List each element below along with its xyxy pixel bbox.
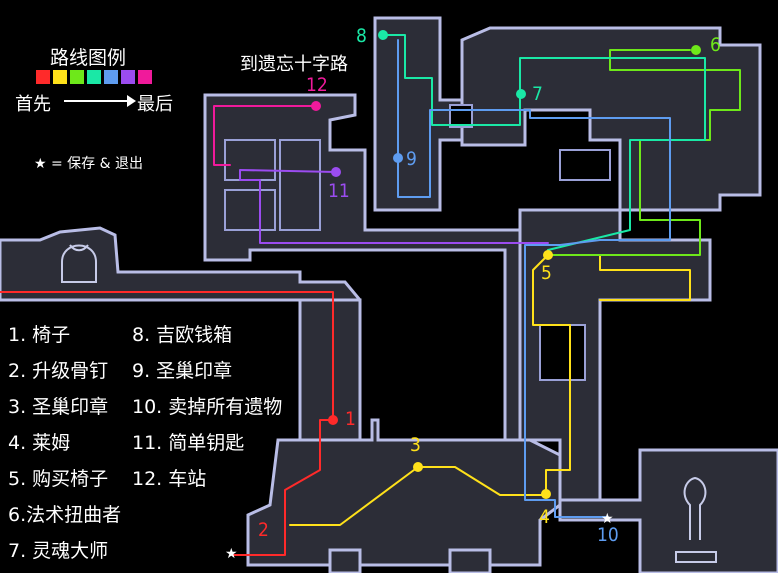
entrance-arch-icon — [61, 244, 97, 283]
marker-dot-4 — [541, 489, 551, 499]
floor-block-1 — [328, 548, 362, 573]
legend-swatches — [36, 70, 152, 84]
statue-icon — [675, 476, 717, 563]
legend-swatch — [87, 70, 101, 84]
legend-swatch — [104, 70, 118, 84]
step-item: 12. 车站 — [132, 468, 207, 490]
route-purple — [239, 169, 549, 244]
marker-dot-6 — [691, 45, 701, 55]
marker-dot-3 — [413, 462, 423, 472]
step-item: 2. 升级骨钉 — [8, 360, 109, 382]
step-item: 3. 圣巢印章 — [8, 396, 109, 418]
save-star-icon-10: ★ — [601, 511, 614, 527]
room-station-2 — [224, 189, 276, 231]
legend-last-label: 最后 — [137, 94, 173, 115]
marker-dot-5 — [543, 250, 553, 260]
room-station-3 — [279, 139, 321, 231]
step-item: 5. 购买椅子 — [8, 468, 109, 490]
room-top-right-hole-2 — [559, 149, 611, 181]
step-item: 9. 圣巢印章 — [132, 360, 233, 382]
marker-label: 10 — [597, 524, 619, 546]
marker-label: 11 — [328, 180, 350, 202]
floor-block-2 — [448, 548, 492, 573]
legend-first-label: 首先 — [15, 94, 51, 115]
legend-title: 路线图例 — [50, 47, 127, 69]
route-pink — [213, 105, 317, 166]
step-item: 7. 灵魂大师 — [8, 540, 109, 562]
legend-swatch — [138, 70, 152, 84]
marker-dot-7 — [516, 89, 526, 99]
legend-swatch — [121, 70, 135, 84]
marker-label: 8 — [356, 25, 367, 47]
marker-label: 9 — [406, 148, 417, 170]
marker-label: 6 — [710, 34, 721, 56]
save-star-icon-2: ★ — [225, 546, 238, 562]
marker-label: 12 — [306, 74, 328, 96]
marker-dot-12 — [311, 101, 321, 111]
marker-label: 7 — [532, 83, 543, 105]
route-green — [547, 49, 741, 256]
step-item: 1. 椅子 — [8, 324, 71, 346]
marker-label: 3 — [410, 434, 421, 456]
marker-label: 1 — [345, 408, 356, 430]
marker-dot-9 — [393, 153, 403, 163]
route-red — [0, 291, 334, 556]
room-top-right-hole — [449, 104, 473, 128]
step-list-left: 1. 椅子 2. 升级骨钉 3. 圣巢印章 4. 莱姆 5. 购买椅子 6.法术… — [8, 317, 121, 569]
marker-dot-11 — [331, 167, 341, 177]
legend-swatch — [36, 70, 50, 84]
route-blue — [397, 39, 671, 518]
step-item: 8. 吉欧钱箱 — [132, 324, 233, 346]
room-right-column-hole — [539, 324, 586, 381]
crossroads-label: 到遗忘十字路 — [240, 54, 348, 75]
room-station-1 — [224, 139, 276, 181]
legend-swatch — [53, 70, 67, 84]
step-list-right: 8. 吉欧钱箱 9. 圣巢印章 10. 卖掉所有遗物 11. 简单钥匙 12. … — [132, 317, 282, 497]
marker-label: 5 — [541, 262, 552, 284]
save-note: ★ = 保存 & 退出 — [34, 156, 143, 172]
marker-dot-1 — [328, 415, 338, 425]
marker-label: 2 — [258, 519, 269, 541]
room-bottom-right — [558, 448, 778, 573]
marker-dot-8 — [378, 30, 388, 40]
marker-label: 4 — [539, 506, 550, 528]
step-item: 10. 卖掉所有遗物 — [132, 396, 283, 418]
step-item: 11. 简单钥匙 — [132, 432, 245, 454]
legend-swatch — [70, 70, 84, 84]
room-bottom-left — [246, 418, 562, 567]
step-item: 4. 莱姆 — [8, 432, 71, 454]
route-yellow — [289, 254, 691, 526]
arrow-right-icon — [64, 95, 136, 107]
step-item: 6.法术扭曲者 — [8, 504, 122, 526]
